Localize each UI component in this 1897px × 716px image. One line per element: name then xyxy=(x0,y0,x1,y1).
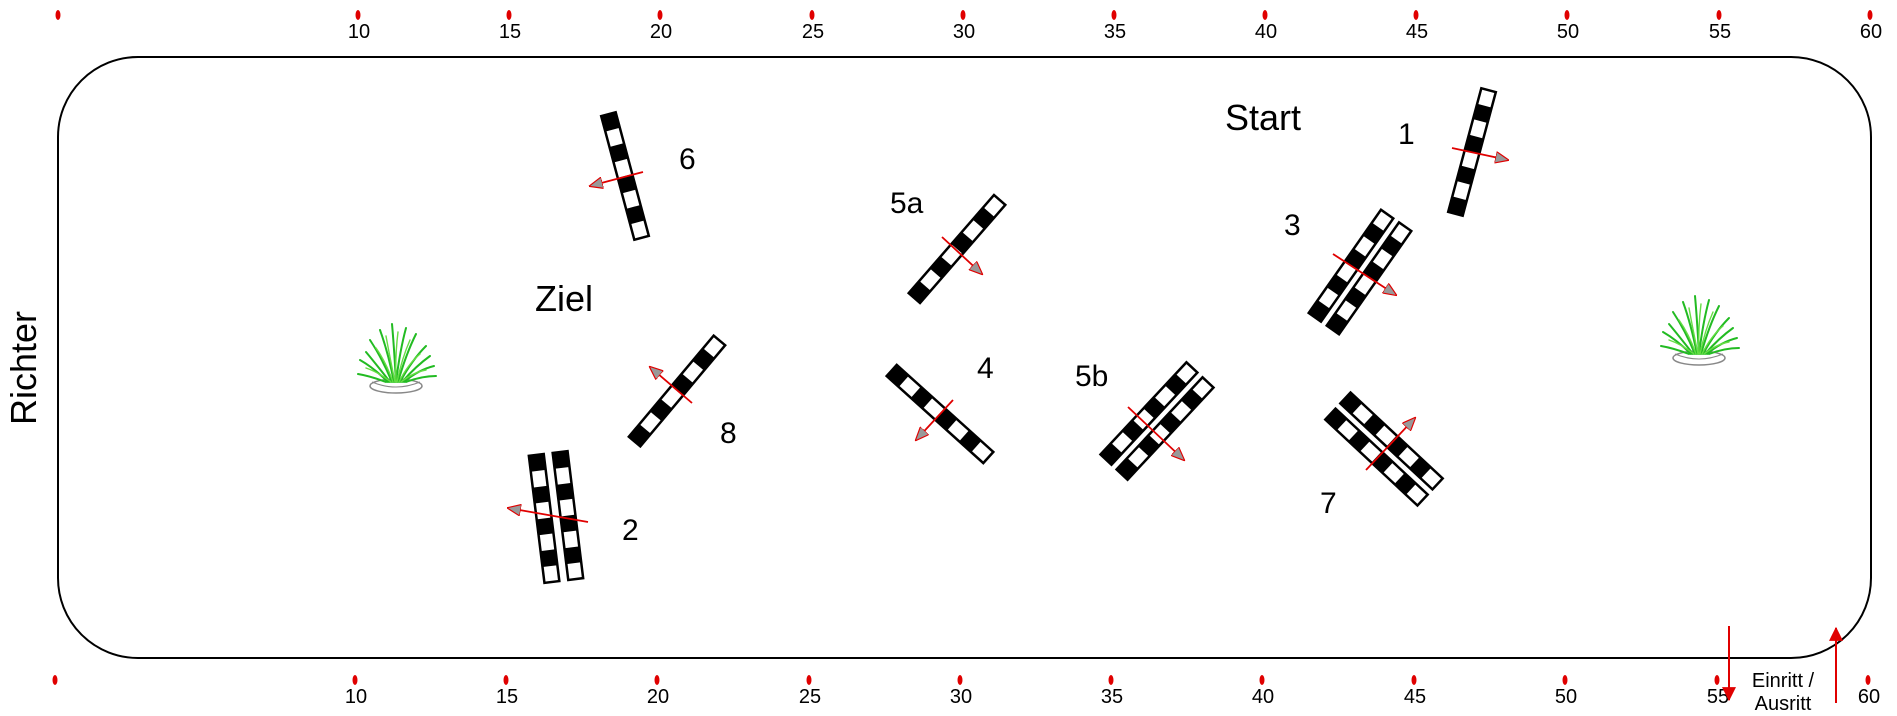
plant-decoration-icon xyxy=(357,323,437,394)
top-tick-label: 40 xyxy=(1255,21,1277,43)
top-marker-50: 50 xyxy=(1557,10,1579,43)
bottom-tick-label: 20 xyxy=(647,686,669,708)
direction-arrow-icon xyxy=(508,508,589,523)
pole xyxy=(906,193,1008,305)
obstacle-number: 8 xyxy=(720,417,737,450)
entry-exit-label-line2: Ausritt xyxy=(1755,693,1812,715)
top-tick-label: 50 xyxy=(1557,21,1579,43)
obstacle-number: 7 xyxy=(1320,487,1337,520)
plant-decoration-icon xyxy=(1660,295,1740,366)
pole xyxy=(627,333,727,449)
direction-arrow-icon xyxy=(1332,253,1396,295)
top-marker-35: 35 xyxy=(1104,10,1126,43)
bottom-tick-label: 35 xyxy=(1101,686,1123,708)
bottom-tick-label: 15 xyxy=(496,686,518,708)
top-ruler: 10 15 20 25 30 35 40 45 50 55 60 xyxy=(55,10,1882,43)
obstacle-6: 6 xyxy=(590,110,696,242)
bottom-marker-25: 25 xyxy=(799,675,821,708)
pole xyxy=(1338,390,1445,492)
pole xyxy=(527,452,561,585)
bottom-tick-label: 10 xyxy=(345,686,367,708)
bottom-tick-label: 60 xyxy=(1858,686,1880,708)
top-marker-20: 20 xyxy=(650,10,672,43)
obstacle-1: 1 xyxy=(1398,86,1508,218)
top-marker-25: 25 xyxy=(802,10,824,43)
obstacle-2: 2 xyxy=(508,449,639,585)
obstacle-7: 7 xyxy=(1320,390,1445,520)
top-tick-label: 15 xyxy=(499,21,521,43)
obstacle-number: 6 xyxy=(679,143,696,176)
top-marker-origin xyxy=(55,10,61,20)
direction-arrow-icon xyxy=(916,399,954,440)
bottom-tick-label: 50 xyxy=(1555,686,1577,708)
bottom-marker-20: 20 xyxy=(647,675,669,708)
pole xyxy=(599,110,651,242)
top-tick-label: 10 xyxy=(348,21,370,43)
arena-border xyxy=(57,56,1872,659)
direction-arrow-icon xyxy=(1365,418,1415,471)
obstacle-3: 3 xyxy=(1284,208,1414,336)
start-label: Start xyxy=(1225,97,1301,138)
obstacle-number: 3 xyxy=(1284,209,1301,242)
direction-arrow-icon xyxy=(1127,406,1184,460)
top-marker-45: 45 xyxy=(1406,10,1428,43)
bottom-tick-label: 40 xyxy=(1252,686,1274,708)
bottom-marker-35: 35 xyxy=(1101,675,1123,708)
bottom-marker-40: 40 xyxy=(1252,675,1274,708)
top-tick-label: 30 xyxy=(953,21,975,43)
bottom-ruler: 10 15 20 25 30 35 40 45 50 55 60 xyxy=(52,675,1880,708)
obstacle-number: 5b xyxy=(1075,360,1108,393)
top-tick-label: 45 xyxy=(1406,21,1428,43)
finish-label: Ziel xyxy=(535,278,593,319)
bottom-marker-55: 55 xyxy=(1707,675,1729,708)
top-marker-55: 55 xyxy=(1709,10,1731,43)
bottom-marker-10: 10 xyxy=(345,675,367,708)
top-marker-40: 40 xyxy=(1255,10,1277,43)
top-marker-10: 10 xyxy=(348,10,370,43)
pole xyxy=(1446,86,1498,218)
bottom-marker-30: 30 xyxy=(950,675,972,708)
pole xyxy=(1323,406,1430,508)
bottom-tick-label: 25 xyxy=(799,686,821,708)
bottom-marker-origin xyxy=(52,675,58,685)
top-tick-label: 60 xyxy=(1860,21,1882,43)
obstacle-number: 1 xyxy=(1398,118,1415,151)
top-tick-label: 20 xyxy=(650,21,672,43)
bottom-marker-60: 60 xyxy=(1858,675,1880,708)
bottom-tick-label: 55 xyxy=(1707,686,1729,708)
bottom-marker-45: 45 xyxy=(1404,675,1426,708)
top-marker-60: 60 xyxy=(1860,10,1882,43)
top-tick-label: 25 xyxy=(802,21,824,43)
direction-arrow-icon xyxy=(1451,147,1508,160)
top-marker-15: 15 xyxy=(499,10,521,43)
obstacle-4: 4 xyxy=(884,352,996,465)
obstacle-number: 5a xyxy=(890,187,924,220)
pole xyxy=(1098,360,1200,467)
direction-arrow-icon xyxy=(590,171,644,186)
top-tick-label: 35 xyxy=(1104,21,1126,43)
pole xyxy=(1114,375,1216,482)
bottom-tick-label: 45 xyxy=(1404,686,1426,708)
entry-exit: Einritt / Ausritt xyxy=(1722,626,1843,715)
bottom-marker-50: 50 xyxy=(1555,675,1577,708)
top-marker-30: 30 xyxy=(953,10,975,43)
top-tick-label: 55 xyxy=(1709,21,1731,43)
obstacle-5b: 5b xyxy=(1075,360,1216,482)
direction-arrow-icon xyxy=(941,236,982,274)
entry-exit-label-line1: Einritt / xyxy=(1752,670,1815,692)
bottom-tick-label: 30 xyxy=(950,686,972,708)
obstacle-8: 8 xyxy=(627,333,737,450)
obstacle-number: 2 xyxy=(622,514,639,547)
obstacle-number: 4 xyxy=(977,352,994,385)
bottom-marker-15: 15 xyxy=(496,675,518,708)
judge-label: Richter xyxy=(3,311,44,425)
obstacle-5a: 5a xyxy=(890,187,1008,305)
direction-arrow-icon xyxy=(650,367,693,404)
